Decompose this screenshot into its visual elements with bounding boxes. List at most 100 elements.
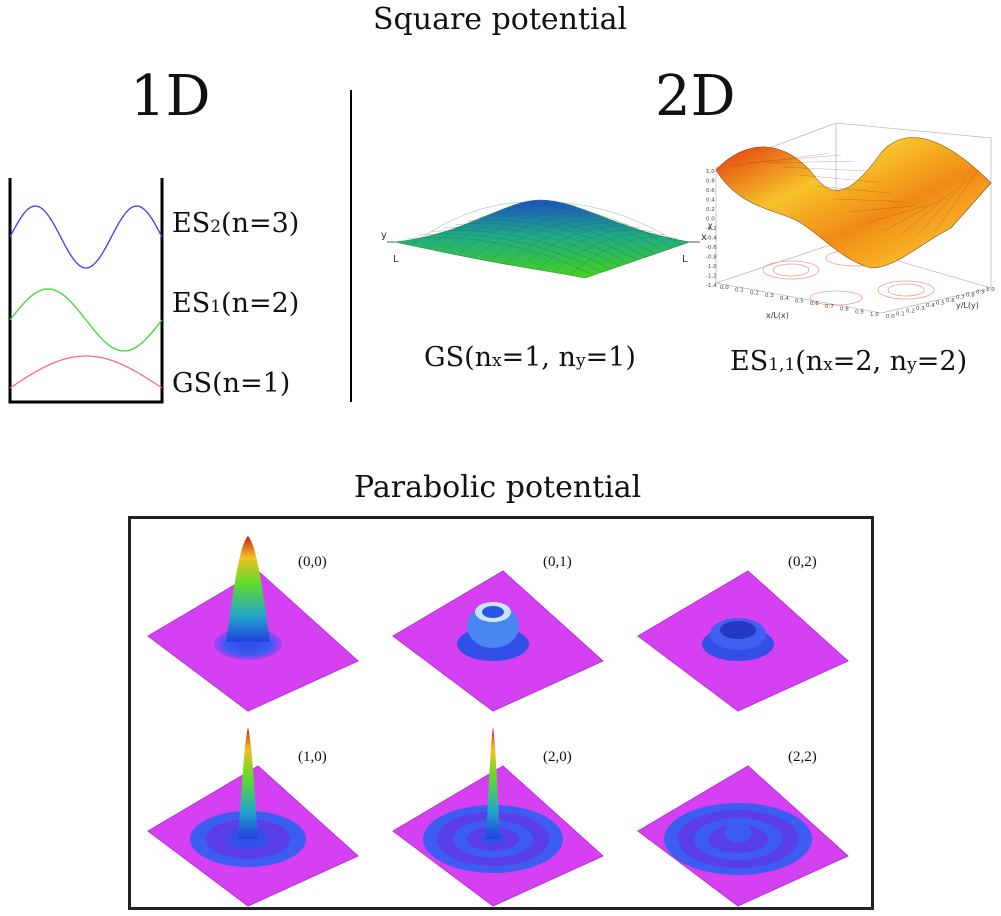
es-mesh-line bbox=[783, 166, 867, 172]
es-y-tick: 1.0 bbox=[986, 287, 995, 293]
gs-mesh-line bbox=[443, 226, 621, 267]
state-label-gs: GS(n=1) bbox=[172, 368, 291, 399]
es-z-tick: -1.0 bbox=[706, 264, 717, 270]
well-1d-plot bbox=[8, 178, 164, 404]
peak bbox=[486, 727, 500, 839]
es-x-tick: 0.1 bbox=[735, 288, 744, 294]
es-z-tick: -0.2 bbox=[706, 226, 717, 232]
es-x-tick: 1.0 bbox=[870, 312, 879, 318]
gs-mesh-line bbox=[474, 215, 603, 258]
es-mesh-line bbox=[799, 174, 879, 183]
panel-label: (2,0) bbox=[543, 749, 572, 765]
gs-mesh-line bbox=[503, 209, 664, 252]
gs-mesh-line bbox=[569, 236, 678, 276]
gs-mesh-line bbox=[553, 233, 666, 273]
es-z-tick: 0.0 bbox=[706, 217, 715, 223]
gs-axis-y: y bbox=[381, 230, 387, 241]
es-ylabel: y/L(y) bbox=[956, 301, 979, 310]
parabolic-panels: (0,0) (0,1) (0,2) (1,0) (2,0) (2,2) bbox=[147, 536, 849, 907]
es-x-tick: 0.0 bbox=[720, 285, 729, 291]
parabolic-panel-10: (1,0) bbox=[147, 727, 359, 907]
es-zlabel: χ bbox=[708, 221, 713, 230]
es-mesh-line bbox=[833, 198, 904, 202]
es-z-tick: 0.6 bbox=[706, 188, 715, 194]
es-x-tick: 0.5 bbox=[795, 299, 804, 305]
es-y-tick: 0.8 bbox=[966, 292, 975, 298]
es-z-tick: 1.0 bbox=[706, 169, 715, 175]
es-x-tick: 0.6 bbox=[810, 301, 819, 307]
vertical-divider bbox=[350, 90, 352, 402]
es-y-tick: 0.5 bbox=[936, 301, 945, 307]
es-mesh-line bbox=[732, 153, 829, 166]
es-xlabel: x/L(x) bbox=[766, 311, 789, 320]
heading-1d: 1D bbox=[130, 64, 211, 129]
wave-es2 bbox=[9, 205, 163, 269]
es-z-tick: 0.8 bbox=[706, 179, 715, 185]
gs-axis-x: x bbox=[701, 232, 707, 243]
peak bbox=[226, 536, 270, 642]
gs-mesh-line bbox=[458, 212, 591, 255]
panel-label: (1,0) bbox=[298, 749, 327, 765]
gs-mesh-line bbox=[467, 219, 638, 261]
parabolic-potential-title: Parabolic potential bbox=[354, 470, 642, 505]
gs-mesh-line bbox=[426, 205, 566, 249]
ring-hole bbox=[482, 606, 504, 618]
gs-mesh-line bbox=[491, 212, 656, 255]
es-mesh-line bbox=[867, 204, 929, 224]
gs-mesh-line bbox=[419, 233, 603, 273]
gs-mesh-line bbox=[442, 208, 578, 252]
es-mesh-line bbox=[917, 179, 967, 236]
es-mesh-line bbox=[850, 205, 917, 212]
gs-axis-L-right: L bbox=[682, 254, 688, 265]
parabolic-panel-01: (0,1) bbox=[392, 554, 604, 712]
es-y-tick: 0.9 bbox=[976, 290, 985, 296]
es-z-tick: -1.2 bbox=[706, 274, 717, 280]
es-y-tick: 0.6 bbox=[946, 298, 955, 304]
ring-hole bbox=[720, 621, 756, 639]
well-walls bbox=[8, 178, 164, 404]
es-y-tick: 0.0 bbox=[886, 314, 895, 320]
gs-mesh-line bbox=[479, 216, 647, 258]
es-z-tick: 0.2 bbox=[706, 207, 715, 213]
gs-mesh-line bbox=[489, 219, 616, 261]
panel-label: (0,0) bbox=[298, 554, 327, 570]
es-mesh-line bbox=[934, 169, 979, 233]
gs-2d-label: GS(nx=1, ny=1) bbox=[424, 342, 636, 373]
es-mesh-line bbox=[883, 199, 942, 232]
es-z-tick: -0.6 bbox=[706, 245, 717, 251]
parabolic-panel-00: (0,0) bbox=[147, 536, 359, 712]
parabolic-panel-22: (2,2) bbox=[637, 749, 849, 907]
es-mesh-line bbox=[766, 161, 854, 164]
es-2d-label: ES1,1(nx=2, ny=2) bbox=[730, 346, 968, 377]
gs-2d-surface: y x L L bbox=[381, 199, 707, 279]
es-z-ticks: 1.00.80.60.40.20.0-0.2-0.4-0.6-0.8-1.0-1… bbox=[706, 169, 717, 289]
gs-surface-mesh bbox=[407, 201, 682, 276]
gs-mesh-line bbox=[407, 237, 594, 276]
es-x-tick: 0.7 bbox=[825, 304, 834, 310]
panel-label: (0,2) bbox=[788, 554, 817, 570]
es-mesh-line bbox=[749, 154, 842, 163]
es-x-tick: 0.8 bbox=[840, 307, 849, 313]
gs-axis-L-left: L bbox=[393, 254, 399, 265]
gs-mesh-line bbox=[431, 230, 612, 270]
state-label-es2: ES2(n=3) bbox=[172, 208, 300, 239]
peak bbox=[238, 727, 258, 839]
gs-mesh-line bbox=[515, 205, 673, 249]
es-z-tick: -0.8 bbox=[706, 255, 717, 261]
heading-2d: 2D bbox=[655, 64, 736, 129]
es-mesh-line bbox=[816, 185, 892, 194]
es-2d-surface-plot: 1.00.80.60.40.20.0-0.2-0.4-0.6-0.8-1.0-1… bbox=[706, 122, 995, 320]
es-y-tick: 0.1 bbox=[896, 311, 905, 317]
panel-label: (0,1) bbox=[543, 554, 572, 570]
es-x-tick: 0.2 bbox=[750, 290, 759, 296]
wave-es1 bbox=[9, 288, 163, 352]
gs-mesh-line bbox=[505, 222, 628, 264]
wave-gs bbox=[9, 355, 163, 389]
es-y-tick: 0.3 bbox=[916, 306, 925, 312]
state-label-es1: ES1(n=2) bbox=[172, 288, 300, 319]
es-y-tick: 0.7 bbox=[956, 295, 965, 301]
parabolic-panel-20: (2,0) bbox=[392, 727, 604, 907]
es-z-tick: 0.4 bbox=[706, 198, 715, 204]
es-x-tick: 0.9 bbox=[855, 309, 864, 315]
